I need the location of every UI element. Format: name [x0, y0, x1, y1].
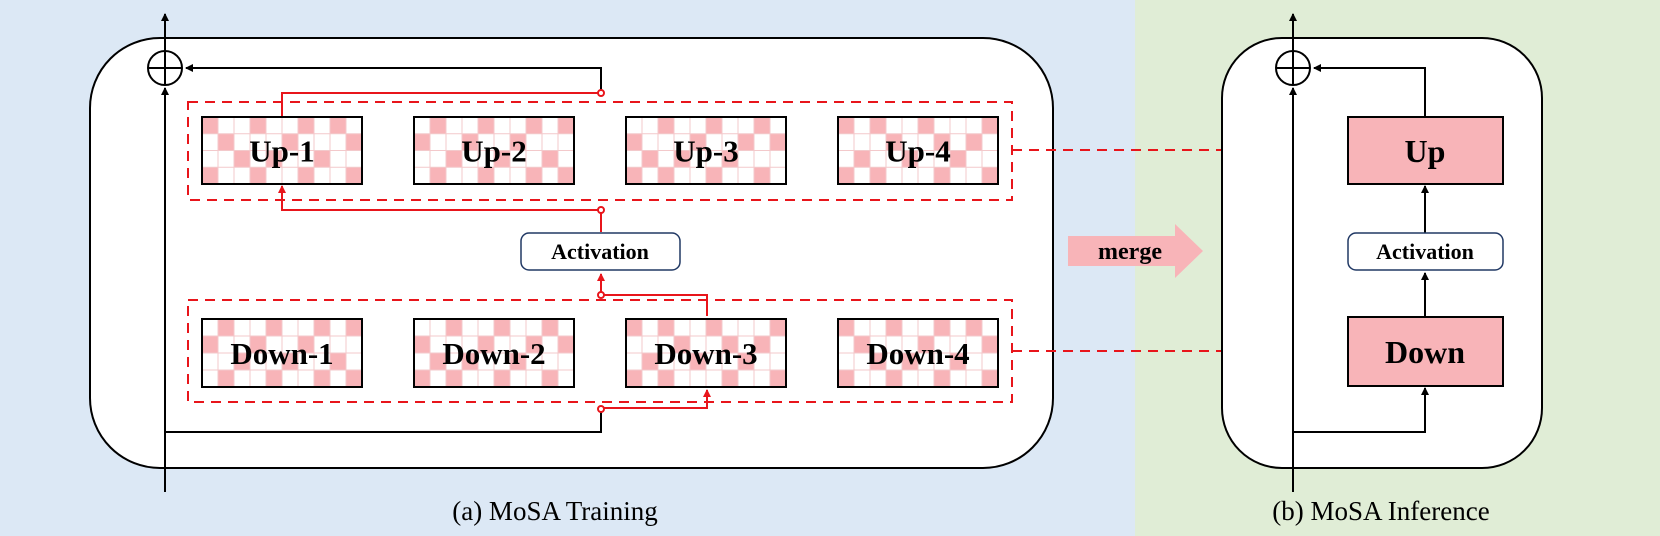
merge-arrow — [1068, 224, 1203, 278]
red-route-activation-to-up1 — [278, 185, 602, 232]
down-block-3: Down-3 — [625, 318, 787, 388]
up-blocks-group: Up-1 Up-2 Up-3 Up-4 — [201, 116, 999, 185]
route-node-lower-mid — [597, 291, 605, 299]
down-block-4: Down-4 — [837, 318, 999, 388]
inference-sum-node — [1275, 50, 1311, 86]
merge-label: merge — [1098, 239, 1162, 265]
route-node-top — [597, 89, 605, 97]
inference-up-return-path — [1313, 64, 1426, 116]
red-route-down3-to-activation — [597, 273, 708, 316]
up-block-label: Up-2 — [461, 134, 526, 169]
inference-activation-label: Activation — [1376, 239, 1474, 264]
down-block-label: Down-4 — [866, 336, 969, 371]
inference-caption: (b) MoSA Inference — [1272, 496, 1489, 526]
up-block-label: Up-3 — [673, 134, 738, 169]
route-node-bottom — [597, 405, 605, 413]
training-up-return-path — [185, 64, 602, 93]
up-block-4: Up-4 — [837, 116, 999, 185]
inference-up-block — [1347, 116, 1504, 185]
down-block-1: Down-1 — [201, 318, 363, 388]
down-block-2: Down-2 — [413, 318, 575, 388]
up-block-label: Up-1 — [249, 134, 314, 169]
up-block-1: Up-1 — [201, 116, 363, 185]
down-block-label: Down-2 — [442, 336, 545, 371]
training-down-input-path — [165, 410, 602, 433]
down-blocks-group: Down-1 Down-2 Down-3 Down-4 — [201, 318, 999, 388]
up-block-3: Up-3 — [625, 116, 787, 185]
inference-down-input-path — [1293, 387, 1429, 433]
training-activation-box — [520, 232, 681, 271]
route-node-upper-mid — [597, 206, 605, 214]
up-block-label: Up-4 — [885, 134, 950, 169]
training-activation-label: Activation — [551, 239, 649, 264]
inference-up-label: Up — [1405, 133, 1446, 169]
training-sum-node — [147, 50, 183, 86]
inference-down-label: Down — [1385, 334, 1465, 370]
inference-down-block — [1347, 316, 1504, 387]
inference-activation-box — [1347, 232, 1504, 271]
red-route-up1-out — [281, 92, 601, 116]
training-caption: (a) MoSA Training — [452, 496, 658, 526]
down-block-label: Down-1 — [230, 336, 333, 371]
up-block-2: Up-2 — [413, 116, 575, 185]
down-block-label: Down-3 — [654, 336, 757, 371]
